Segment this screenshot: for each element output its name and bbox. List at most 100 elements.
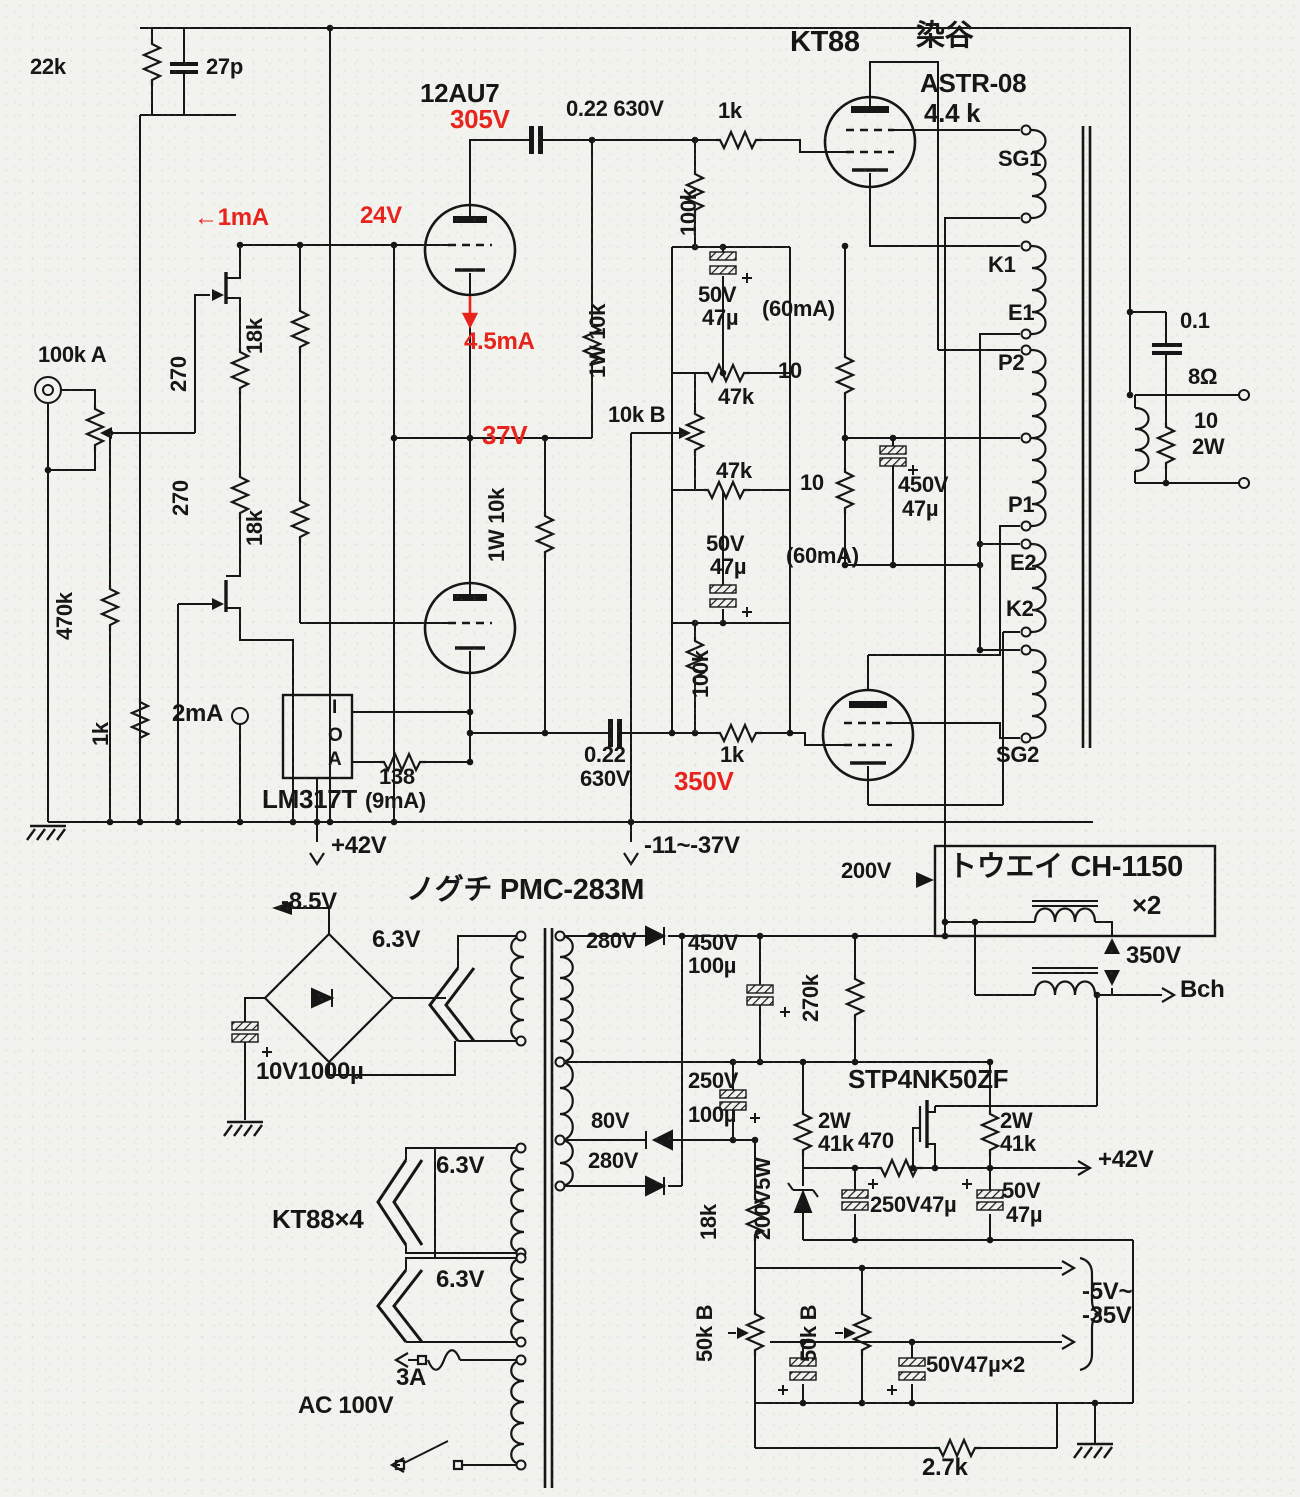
left-arrow-icon bbox=[389, 1352, 409, 1473]
label-winding-280v-1: 280V bbox=[586, 928, 637, 953]
label-resistor-27k: 2.7k bbox=[922, 1454, 968, 1481]
lm317-box bbox=[281, 693, 354, 780]
label-cap-27p: 27p bbox=[206, 54, 244, 79]
label-winding-p2: P2 bbox=[998, 350, 1025, 375]
label-resistor-10-zobel: 10 bbox=[1194, 408, 1218, 433]
label-rail-42v: +42V bbox=[331, 832, 387, 859]
brace-icon bbox=[1079, 1256, 1102, 1372]
label-regulator-lm317t: LM317T bbox=[262, 784, 358, 814]
label-resistor-18k-3: 18k bbox=[696, 1204, 721, 1240]
heater-chevron-icon bbox=[428, 967, 476, 1042]
label-resistor-100k-2: 100k bbox=[688, 650, 713, 698]
power-entry bbox=[263, 932, 476, 1471]
power-transformer bbox=[510, 928, 574, 1488]
down-triangle-icon bbox=[1104, 970, 1120, 986]
label-resistor-270k: 270k bbox=[798, 974, 823, 1022]
capacitors bbox=[170, 62, 1182, 1395]
label-voltage-24v: 24V bbox=[360, 202, 402, 229]
label-resistor-10-upper: 10 bbox=[778, 358, 802, 383]
label-cap-630v-2: 630V bbox=[580, 766, 631, 791]
label-resistor-1k-lower: 1k bbox=[720, 742, 744, 767]
label-zener-200v5w: 200V5W bbox=[750, 1157, 775, 1240]
red-current-arrow-icon bbox=[461, 296, 479, 329]
label-resistor-470: 470 bbox=[858, 1128, 894, 1153]
label-rail-200v: 200V bbox=[841, 858, 892, 883]
label-cap-50v-3: 50V bbox=[1002, 1178, 1041, 1203]
label-heater-63v-2: 6.3V bbox=[436, 1152, 485, 1179]
tube-grid-dashes bbox=[448, 128, 894, 747]
choke-unit bbox=[933, 844, 1217, 996]
label-maker-someya: 染谷 bbox=[916, 20, 974, 52]
tube-kt88-lower bbox=[821, 688, 915, 782]
diodes bbox=[311, 925, 819, 1213]
transistors bbox=[212, 272, 929, 1148]
label-resistor-1k-left: 1k bbox=[88, 722, 113, 746]
label-pt-model: ノグチ PMC-283M bbox=[406, 874, 645, 906]
electrolytic-cap-icon bbox=[231, 251, 1004, 1381]
label-cap-450v-ps: 450V bbox=[688, 930, 739, 955]
tube-kt88-upper bbox=[823, 95, 917, 189]
label-ac-100v: AC 100V bbox=[298, 1392, 394, 1419]
down-arrow-icon bbox=[309, 852, 325, 867]
label-cap-47u-450: 47µ bbox=[902, 496, 939, 521]
label-cap-10v1000u: 10V1000µ bbox=[256, 1058, 364, 1085]
test-point-icon bbox=[231, 707, 249, 725]
label-cap-250v47u: 250V47µ bbox=[870, 1192, 957, 1217]
label-choke-model: トウエイ CH-1150 bbox=[948, 851, 1183, 883]
label-resistor-138: 138 bbox=[379, 764, 415, 789]
label-resistor-270-1: 270 bbox=[166, 356, 191, 392]
label-pot-50kb-1: 50k B bbox=[692, 1304, 717, 1362]
tube-12au7-upper bbox=[423, 203, 517, 297]
label-cap-47u-2: 47µ bbox=[710, 554, 747, 579]
label-voltage-37v: 37V bbox=[482, 420, 528, 450]
label-cap-47u-1: 47µ bbox=[702, 305, 739, 330]
label-resistor-18k-1: 18k bbox=[242, 318, 267, 354]
label-voltage-350v: 350V bbox=[674, 766, 734, 796]
plus-marks bbox=[262, 273, 972, 1395]
label-resistor-2w-left: 2W bbox=[818, 1108, 851, 1133]
label-cap-47u-3: 47µ bbox=[1006, 1202, 1043, 1227]
label-winding-sg1: SG1 bbox=[998, 146, 1042, 171]
bridge-rectifier-icon bbox=[263, 932, 395, 1064]
label-rail-bias: -11~-37V bbox=[644, 832, 740, 859]
label-current-1ma: ←1mA bbox=[194, 204, 269, 231]
label-resistor-2w-right: 2W bbox=[1000, 1108, 1033, 1133]
label-resistor-100k-top: 100k bbox=[676, 188, 701, 236]
label-resistor-41k-left: 41k bbox=[818, 1131, 854, 1156]
label-cap-50v-1: 50V bbox=[698, 282, 737, 307]
label-cap-50v-2: 50V bbox=[706, 531, 745, 556]
label-tube-kt88: KT88 bbox=[790, 26, 860, 58]
label-mosfet-stp4nk50zf: STP4NK50ZF bbox=[848, 1064, 1009, 1094]
zener-diode-icon bbox=[793, 1189, 813, 1213]
label-resistor-1w10k-2: 1W 10k bbox=[484, 487, 509, 562]
label-output-8ohm: 8Ω bbox=[1188, 364, 1218, 389]
label-resistor-22k: 22k bbox=[30, 54, 66, 79]
label-winding-k2: K2 bbox=[1006, 596, 1034, 621]
fuse-icon bbox=[426, 1349, 462, 1371]
right-arrow-icon bbox=[1061, 987, 1177, 1350]
film-cap-icon bbox=[170, 62, 1182, 747]
label-choke-x2: ×2 bbox=[1132, 890, 1162, 920]
wires bbox=[47, 27, 1240, 1466]
label-cap-01: 0.1 bbox=[1180, 308, 1210, 333]
label-pot-50kb-2: 50k B bbox=[796, 1304, 821, 1362]
label-heater-kt88x4: KT88×4 bbox=[272, 1204, 364, 1234]
label-winding-280v-2: 280V bbox=[588, 1148, 639, 1173]
junction-dots bbox=[44, 24, 1170, 1407]
label-cap-022-630v: 0.22 630V bbox=[566, 96, 664, 121]
label-pot-100ka: 100k A bbox=[38, 342, 107, 367]
label-opt-model: ASTR-08 bbox=[920, 68, 1027, 98]
label-cap-100u-1: 100µ bbox=[688, 953, 737, 978]
label-pin-i: I bbox=[332, 697, 337, 718]
label-pot-10kb: 10k B bbox=[608, 402, 666, 427]
label-resistor-470k: 470k bbox=[52, 592, 77, 640]
label-bias-minus5v: -5V~ bbox=[1082, 1278, 1133, 1305]
label-voltage-305v: 305V bbox=[450, 104, 510, 134]
label-resistor-270-2: 270 bbox=[168, 480, 193, 516]
label-heater-63v-3: 6.3V bbox=[436, 1266, 485, 1293]
label-winding-p1: P1 bbox=[1008, 492, 1035, 517]
terminals bbox=[34, 124, 1250, 1471]
resistors bbox=[84, 40, 1177, 1459]
up-triangle-icon bbox=[1104, 938, 1120, 954]
